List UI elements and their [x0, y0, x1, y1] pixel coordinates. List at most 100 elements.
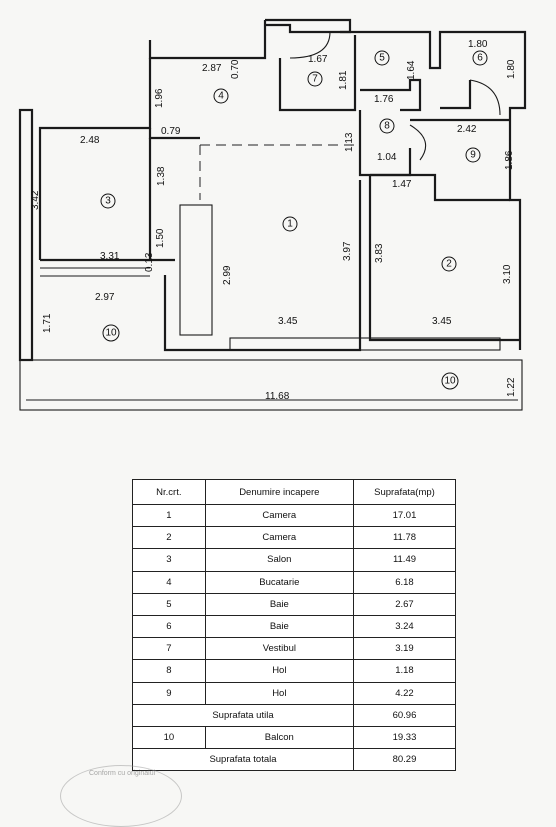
col-header-name: Denumire incapere	[204, 479, 354, 505]
hall8-wall	[358, 110, 412, 177]
room-marker-9: 9	[465, 147, 481, 163]
useful-area-label: Suprafata utila	[132, 703, 354, 727]
room-marker-4: 4	[213, 88, 229, 104]
cell-name: Salon	[204, 548, 354, 572]
dim-0.70: 0.70	[230, 59, 241, 79]
dim-2.97: 2.97	[95, 292, 115, 303]
dim-1.13: 1.13	[344, 132, 355, 152]
outer-wall	[265, 18, 352, 34]
dim-0.79: 0.79	[161, 126, 181, 137]
useful-area-row: Suprafata utila 60.96	[132, 703, 457, 727]
dim-1.04: 1.04	[377, 152, 397, 163]
table-row: 6 Baie 3.24	[132, 614, 457, 639]
total-area-row: Suprafata totala 80.29	[132, 748, 457, 772]
dim-2.99: 2.99	[222, 265, 233, 285]
col-header-area: Suprafata(mp)	[352, 479, 457, 505]
svg-text:9: 9	[470, 150, 476, 161]
room-marker-2: 2	[441, 256, 457, 272]
cell-nr: 3	[132, 548, 206, 572]
room-marker-1: 1	[282, 216, 298, 232]
svg-text:2: 2	[446, 259, 452, 270]
dim-3.31: 3.31	[100, 251, 120, 262]
svg-text:10: 10	[105, 328, 117, 339]
svg-text:8: 8	[384, 121, 390, 132]
cell-area: 6.18	[352, 570, 457, 594]
dim-3.45-right: 3.45	[432, 316, 452, 327]
dim-1.64: 1.64	[406, 60, 417, 80]
cell-name: Hol	[204, 681, 354, 705]
cell-name: Bucatarie	[204, 570, 354, 594]
table-row: 9 Hol 4.22	[132, 681, 457, 705]
room-marker-8: 8	[379, 118, 395, 134]
room-marker-3: 3	[100, 193, 116, 209]
cell-nr: 1	[132, 503, 206, 528]
cell-nr: 8	[132, 659, 206, 683]
dim-3.42: 3.42	[30, 190, 41, 210]
dim-1.80-right: 1.80	[506, 59, 517, 79]
useful-area-value: 60.96	[352, 703, 457, 727]
room-marker-10-balcony-left: 10	[102, 324, 120, 342]
bedroom2-wall	[368, 175, 520, 342]
cell-nr: 2	[132, 526, 206, 550]
cell-name: Hol	[204, 659, 354, 683]
svg-text:3: 3	[105, 196, 111, 207]
table-row: 2 Camera 11.78	[132, 526, 457, 550]
cell-name: Camera	[204, 503, 354, 528]
cell-nr: 7	[132, 637, 206, 661]
cell-nr: 6	[132, 614, 206, 639]
dim-1.76: 1.76	[374, 94, 394, 105]
vestibul-wall	[278, 35, 357, 112]
outer-wall-right	[340, 30, 527, 350]
room-marker-10-balcony-bottom: 10	[441, 372, 459, 390]
floor-plan: 2.87 0.70 1.67 1.81 1.64 1.80 1.80 1.96 …	[18, 18, 527, 411]
table-row: 4 Bucatarie 6.18	[132, 570, 457, 594]
dim-1.96: 1.96	[154, 88, 165, 108]
door-swing-8	[409, 124, 427, 161]
svg-text:5: 5	[379, 53, 385, 64]
svg-text:6: 6	[477, 53, 483, 64]
table-row: 7 Vestibul 3.19	[132, 637, 457, 661]
table-header-row: Nr.crt. Denumire incapere Suprafata(mp)	[132, 479, 457, 505]
dim-3.83: 3.83	[374, 243, 385, 263]
dim-2.87: 2.87	[202, 63, 222, 74]
door-swing-6	[469, 79, 501, 116]
door-swing-7	[289, 31, 331, 59]
total-area-label: Suprafata totala	[132, 748, 354, 772]
dim-1.38: 1.38	[156, 166, 167, 186]
cell-area: 11.78	[352, 526, 457, 550]
dim-0.13: 0.13	[144, 252, 155, 272]
dim-1.47: 1.47	[392, 179, 412, 190]
cell-nr: 10	[132, 725, 206, 750]
dim-3.45-left: 3.45	[278, 316, 298, 327]
bedroom-windows	[229, 337, 501, 351]
cell-nr: 4	[132, 570, 206, 594]
svg-text:1: 1	[287, 219, 293, 230]
svg-text:7: 7	[312, 74, 318, 85]
outer-wall-left	[148, 20, 267, 60]
col-header-nr: Nr.crt.	[132, 479, 206, 505]
room-marker-5: 5	[374, 50, 390, 66]
dim-2.48: 2.48	[80, 135, 100, 146]
cell-name: Balcon	[204, 725, 354, 750]
cell-nr: 9	[132, 681, 206, 705]
cell-name: Vestibul	[204, 637, 354, 661]
cell-area: 4.22	[352, 681, 457, 705]
dim-1.81: 1.81	[338, 70, 349, 90]
dim-11.68: 11.68	[265, 391, 290, 402]
dim-3.97: 3.97	[342, 241, 353, 261]
cell-area: 19.33	[352, 725, 457, 750]
cell-area: 17.01	[352, 503, 457, 528]
outer-wall-left-lower	[38, 58, 152, 260]
cell-area: 3.19	[352, 637, 457, 661]
dim-2.42: 2.42	[457, 124, 477, 135]
bath6-wall	[440, 80, 472, 110]
stamp-text: Conform cu originalul	[89, 770, 156, 777]
dim-1.80-top: 1.80	[468, 39, 488, 50]
dim-1.86: 1.86	[504, 150, 515, 170]
room-marker-6: 6	[472, 50, 488, 66]
cell-nr: 5	[132, 592, 206, 616]
table-row: 5 Baie 2.67	[132, 592, 457, 616]
dim-1.50: 1.50	[155, 228, 166, 248]
cell-area: 3.24	[352, 614, 457, 639]
table-row: 1 Camera 17.01	[132, 503, 457, 528]
